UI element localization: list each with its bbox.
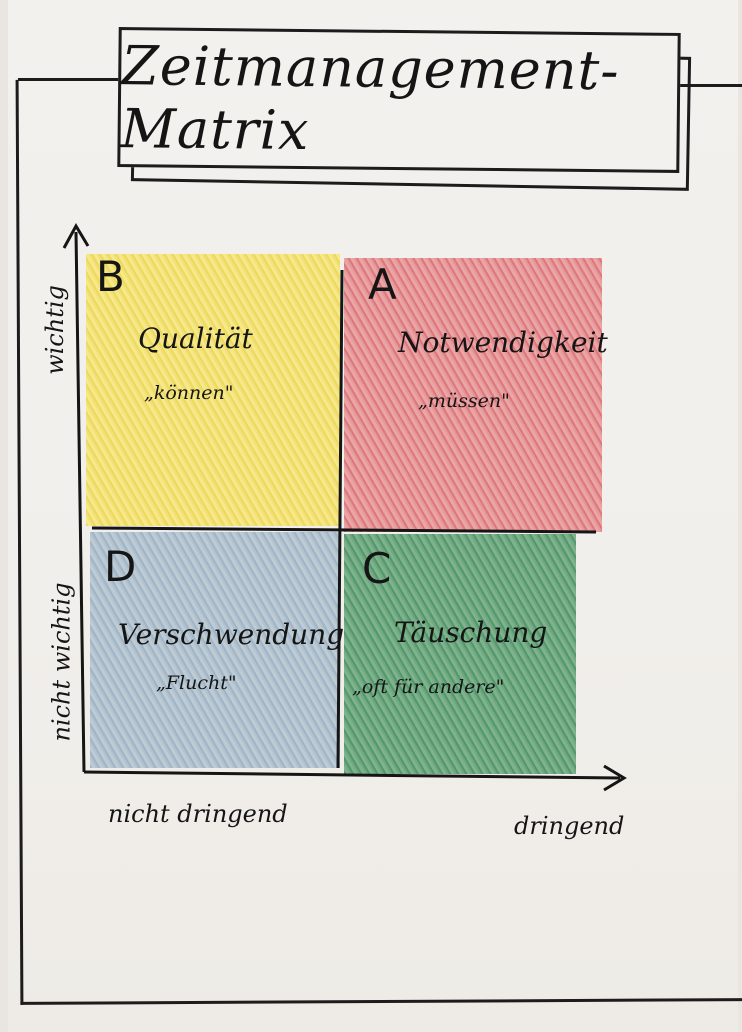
x-axis-arrowhead — [603, 764, 627, 792]
quadrant-b-title: Qualität — [138, 322, 253, 355]
y-axis-arrowhead — [62, 222, 90, 249]
frame-top-left — [18, 78, 120, 81]
quadrant-b-letter: B — [96, 252, 125, 301]
horizontal-divider — [91, 526, 597, 534]
vertical-divider — [336, 269, 344, 769]
quadrant-a — [344, 258, 602, 532]
quadrant-a-letter: A — [368, 260, 397, 309]
y-axis — [74, 231, 86, 773]
quadrant-c-letter: C — [362, 544, 392, 593]
x-axis — [83, 770, 621, 780]
frame-top-right — [676, 84, 742, 87]
quadrant-d — [90, 532, 340, 768]
quadrant-d-subtitle: „Flucht" — [156, 672, 237, 694]
x-axis-label-low: nicht dringend — [108, 800, 288, 828]
quadrant-a-title: Notwendigkeit — [398, 326, 608, 359]
quadrant-d-title: Verschwendung — [118, 618, 345, 651]
quadrant-b — [86, 254, 340, 526]
quadrant-c-title: Täuschung — [394, 616, 548, 649]
quadrant-d-letter: D — [104, 542, 137, 591]
quadrant-b-subtitle: „können" — [144, 382, 234, 404]
quadrant-c — [344, 534, 576, 774]
y-axis-label-high: wichtig — [40, 285, 69, 375]
quadrant-a-subtitle: „müssen" — [418, 390, 510, 412]
y-axis-label-low: nicht wichtig — [47, 582, 76, 742]
x-axis-label-high: dringend — [514, 812, 625, 840]
quadrant-c-subtitle: „oft für andere" — [352, 676, 505, 698]
